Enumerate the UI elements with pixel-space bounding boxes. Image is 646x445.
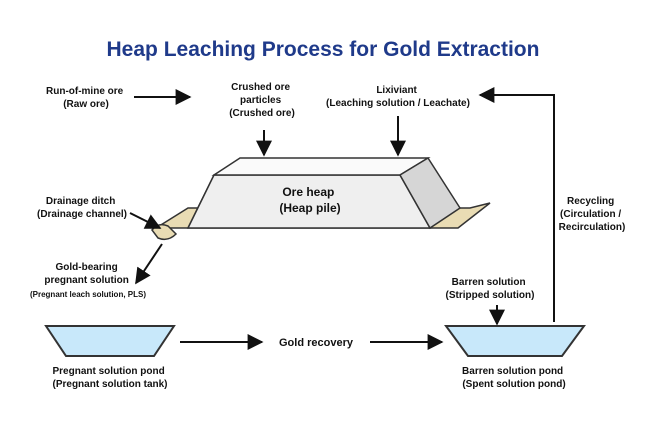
label-drainage-ditch: Drainage ditch (Drainage channel) <box>37 196 127 220</box>
label-lixiviant-line-2: (Leaching solution / Leachate) <box>326 98 470 109</box>
barren-solution-pond <box>444 325 586 357</box>
label-gold-bearing: Gold-bearing pregnant solution (Pregnant… <box>30 262 146 299</box>
ore-heap-top-face <box>211 157 431 176</box>
label-pregnant-pond-line-2: (Pregnant solution tank) <box>53 379 168 390</box>
arrow-ditch-to-pregnant <box>135 243 163 285</box>
label-lixiviant-line-1: Lixiviant <box>376 85 417 96</box>
label-pregnant-pond-line-1: Pregnant solution pond <box>53 366 165 377</box>
arrow-ditch-pointer <box>129 212 162 229</box>
label-ore-heap-line-1: Ore heap <box>282 185 334 199</box>
label-run-of-mine: Run-of-mine ore (Raw ore) <box>46 86 126 110</box>
label-ore-heap: Ore heap (Heap pile) <box>279 185 340 215</box>
label-recycling: Recycling (Circulation / Recirculation) <box>559 196 626 233</box>
label-barren-solution-line-2: (Stripped solution) <box>446 290 535 301</box>
label-gold-bearing-line-1: Gold-bearing <box>55 262 117 273</box>
ore-heap-right-face <box>398 156 462 230</box>
label-barren-pond-line-1: Barren solution pond <box>462 366 563 377</box>
label-recycling-line-2: (Circulation / <box>560 209 621 220</box>
label-drainage-ditch-line-2: (Drainage channel) <box>37 209 127 220</box>
label-barren-solution-line-1: Barren solution <box>452 277 526 288</box>
label-barren-solution: Barren solution (Stripped solution) <box>446 277 535 301</box>
label-crushed-ore-line-2: particles <box>240 95 282 106</box>
label-lixiviant: Lixiviant (Leaching solution / Leachate) <box>326 85 470 109</box>
label-gold-recovery: Gold recovery <box>279 337 354 349</box>
arrow-recycling <box>478 87 555 322</box>
label-recycling-line-3: Recirculation) <box>559 222 626 233</box>
label-gold-bearing-line-3: (Pregnant leach solution, PLS) <box>30 290 146 299</box>
label-barren-pond: Barren solution pond (Spent solution pon… <box>462 366 566 390</box>
label-barren-pond-line-2: (Spent solution pond) <box>462 379 565 390</box>
label-drainage-ditch-line-1: Drainage ditch <box>46 196 115 207</box>
label-recycling-line-1: Recycling <box>567 196 614 207</box>
diagram-title: Heap Leaching Process for Gold Extractio… <box>106 38 540 61</box>
label-crushed-ore: Crushed ore particles (Crushed ore) <box>229 82 295 119</box>
label-run-of-mine-line-1: Run-of-mine ore <box>46 86 124 97</box>
label-gold-bearing-line-2: pregnant solution <box>44 275 128 286</box>
label-ore-heap-line-2: (Heap pile) <box>279 201 340 215</box>
pregnant-solution-pond <box>44 325 176 357</box>
label-crushed-ore-line-1: Crushed ore <box>231 82 290 93</box>
label-pregnant-pond: Pregnant solution pond (Pregnant solutio… <box>53 366 168 390</box>
label-run-of-mine-line-2: (Raw ore) <box>63 99 109 110</box>
label-crushed-ore-line-3: (Crushed ore) <box>229 108 295 119</box>
